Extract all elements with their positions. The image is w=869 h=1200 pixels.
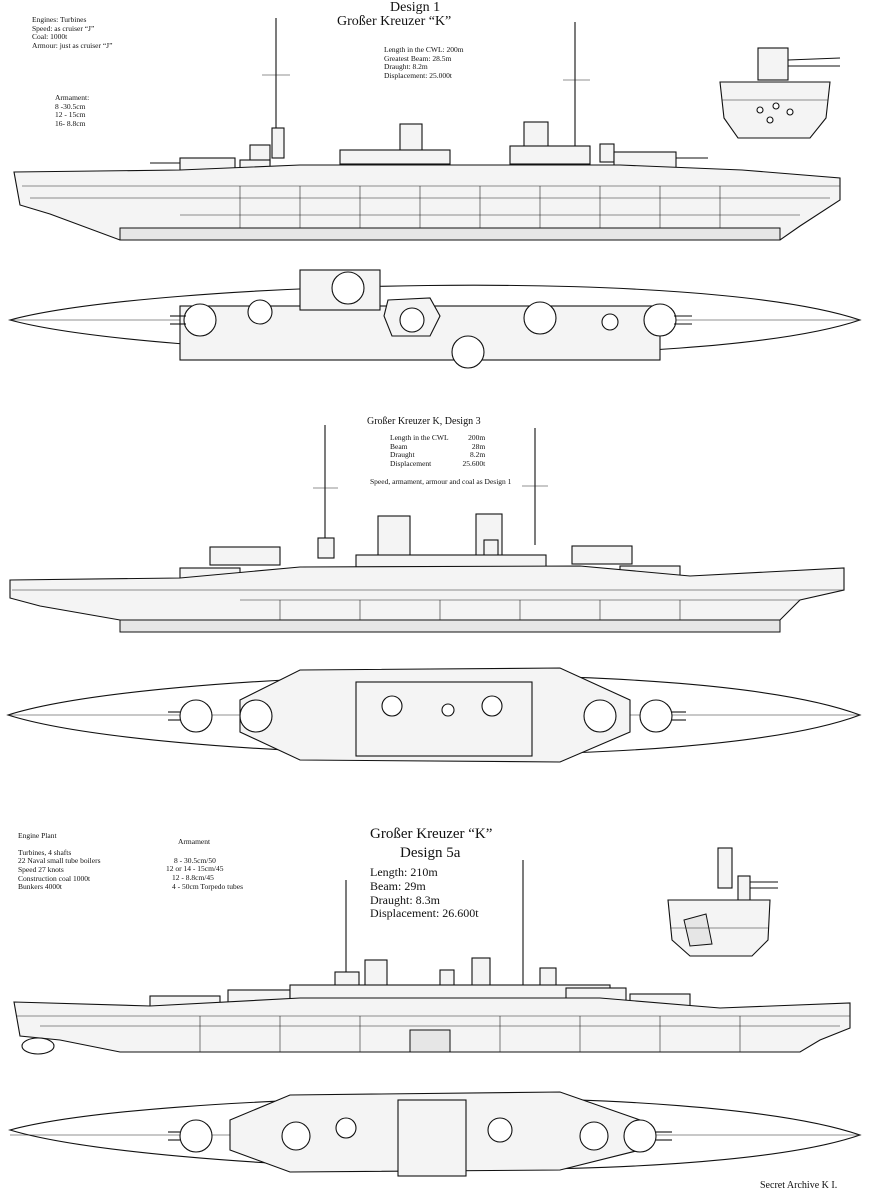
design1-profile xyxy=(13,18,841,241)
design1-machinery-line: Coal: 1000t xyxy=(32,32,68,42)
design3-dim-label: Draught xyxy=(390,450,415,460)
design3-dim-value: 200m xyxy=(468,433,486,442)
design3-turret-b xyxy=(209,546,281,566)
design3-hull xyxy=(9,565,845,621)
design5a-dimensions: Length: 210m Beam: 29m Draught: 8.3m Dis… xyxy=(370,865,479,921)
design5a-armament-line: 4 - 50cm Torpedo tubes xyxy=(172,881,243,891)
design3-turret-c xyxy=(571,545,633,565)
design3-dim-value: 8.2m xyxy=(470,450,486,460)
design3-dim-value: 25.600t xyxy=(462,458,486,468)
design1-plan xyxy=(7,269,862,369)
design5a-armament: Armament 8 - 30.5cm/50 12 or 14 - 15cm/4… xyxy=(166,837,243,891)
design1-armament-heading: Armament: xyxy=(55,93,90,102)
design5a-engine-line: Speed 27 knots xyxy=(18,864,64,874)
design5a-title: Großer Kreuzer “K” xyxy=(370,826,493,842)
design3-dim-value: 28m xyxy=(471,441,486,451)
archive-footer: Secret Archive K I. xyxy=(760,1180,838,1191)
design3-note: Speed, armament, armour and coal as Desi… xyxy=(370,477,512,486)
design5a-hull xyxy=(13,997,851,1053)
design1-title: Design 1 xyxy=(390,0,441,15)
design5a-plan-turret-d xyxy=(623,1119,657,1153)
design5a-armament-line: 12 - 8.8cm/45 xyxy=(172,872,214,882)
design3-fore-funnel xyxy=(377,515,411,557)
design5a-engine-line: Bunkers 4000t xyxy=(18,882,62,892)
design5a-dimension-line: Displacement: 26.600t xyxy=(370,906,479,921)
design5a-armament-line: 8 - 30.5cm/50 xyxy=(174,855,216,865)
design3-profile xyxy=(9,425,845,633)
design3-plan-turret-a xyxy=(179,699,213,733)
design5a-engine-line: 22 Naval small tube boilers xyxy=(18,856,101,866)
design1-subtitle: Großer Kreuzer “K” xyxy=(337,14,452,29)
design5a-dimension-line: Beam: 29m xyxy=(370,878,426,893)
design1-machinery-line: Engines: Turbines xyxy=(32,15,87,24)
design3-dim-label: Displacement xyxy=(390,458,432,468)
design1-armament-line: 8 -30.5cm xyxy=(55,101,86,111)
design3-plan xyxy=(6,667,862,763)
design3-dim-label: Length in the CWL xyxy=(390,433,449,442)
design5a-armament-heading: Armament xyxy=(178,837,211,846)
design1-hull xyxy=(13,164,841,241)
design5a-plan-turret-a xyxy=(179,1119,213,1153)
design5a-engine-line: Construction coal 1000t xyxy=(18,873,91,883)
design1-dimension-line: Displacement: 25.000t xyxy=(384,70,452,80)
design1-armament: Armament: 8 -30.5cm 12 - 15cm 16- 8.8cm xyxy=(55,93,90,129)
design5a-dimension-line: Length: 210m xyxy=(370,865,438,879)
design1-armament-line: 12 - 15cm xyxy=(55,110,86,120)
design5a-engine-heading: Engine Plant xyxy=(18,831,57,840)
design1-machinery-notes: Engines: Turbines Speed: as cruiser “J” … xyxy=(32,15,113,51)
design1-cross-section xyxy=(719,47,841,139)
design5a-engine-line: Turbines, 4 shafts xyxy=(18,847,72,857)
design1-plan-turret-a xyxy=(183,303,217,337)
design5a-cross-section xyxy=(667,847,778,957)
design1-machinery-line: Armour: just as cruiser “J” xyxy=(32,40,113,50)
design1-armament-line: 16- 8.8cm xyxy=(55,118,86,128)
design5a-engine-plant: Engine Plant Turbines, 4 shafts 22 Naval… xyxy=(18,831,101,892)
design5a-armament-line: 12 or 14 - 15cm/45 xyxy=(166,864,224,874)
design5a-profile xyxy=(13,860,851,1055)
design3-title: Großer Kreuzer K, Design 3 xyxy=(367,416,481,427)
design1-plan-turret-d xyxy=(643,303,677,337)
design3-dimensions: Length in the CWL Beam Draught Displacem… xyxy=(390,433,486,469)
design3-plan-turret-d xyxy=(639,699,673,733)
design5a-dimension-line: Draught: 8.3m xyxy=(370,892,440,907)
design5a-subtitle: Design 5a xyxy=(400,845,461,861)
design5a-plan xyxy=(7,1091,862,1177)
design1-dimensions: Length in the CWL: 200m Greatest Beam: 2… xyxy=(384,45,464,81)
design1-dimension-line: Length in the CWL: 200m xyxy=(384,45,464,54)
design3-dim-label: Beam xyxy=(390,441,408,451)
design1-dimension-line: Draught: 8.2m xyxy=(384,62,428,72)
design1-dimension-line: Greatest Beam: 28.5m xyxy=(384,53,452,63)
design1-machinery-line: Speed: as cruiser “J” xyxy=(32,23,95,33)
